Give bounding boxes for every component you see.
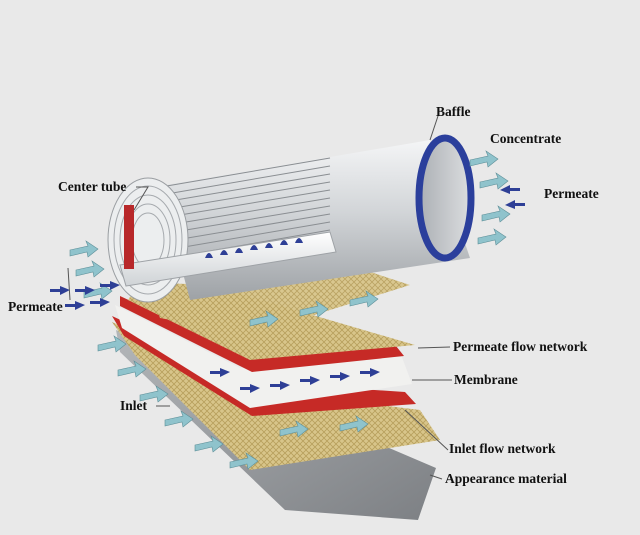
inlet-flow-network-leader <box>404 409 449 451</box>
label-membrane: Membrane <box>454 372 518 387</box>
baffle-leader <box>429 115 439 141</box>
light-blue-arrow-icon <box>117 360 147 378</box>
dark-blue-arrow-icon <box>65 301 85 310</box>
permeate-left-leader <box>67 267 71 301</box>
dark-blue-arrow-icon <box>100 281 120 290</box>
dark-blue-arrow-icon <box>360 368 380 377</box>
feed-arrows <box>69 150 511 470</box>
dark-blue-arrow-icon <box>505 200 525 209</box>
center-tube-leader <box>133 186 149 211</box>
label-permeate-left: Permeate <box>8 299 63 314</box>
light-blue-arrow-icon <box>339 415 369 433</box>
dark-blue-arrow-icon <box>270 381 290 390</box>
membrane-cylinder <box>107 134 475 303</box>
dark-blue-arrow-icon <box>210 368 230 377</box>
light-blue-arrow-icon <box>349 290 379 308</box>
dark-blue-arrow-icon <box>300 376 320 385</box>
light-blue-arrow-icon <box>97 335 127 353</box>
label-permeate-flow-network: Permeate flow network <box>453 339 588 354</box>
light-blue-arrow-icon <box>279 420 309 438</box>
light-blue-arrow-icon <box>229 452 259 470</box>
appearance-material-leader <box>429 474 443 480</box>
light-blue-arrow-icon <box>481 205 511 223</box>
permeate-flow-network-sheet <box>120 296 404 372</box>
dark-blue-arrow-icon <box>240 384 260 393</box>
label-inlet-flow-network: Inlet flow network <box>449 441 556 456</box>
light-blue-arrow-icon <box>69 240 99 258</box>
unrolled-layers <box>112 262 440 520</box>
light-blue-arrow-icon <box>139 385 169 403</box>
permeate-drops <box>205 238 303 258</box>
top-mesh-sheet <box>150 262 410 335</box>
label-baffle: Baffle <box>436 104 471 119</box>
dark-blue-arrow-icon <box>75 286 95 295</box>
label-center-tube: Center tube <box>58 179 126 194</box>
light-blue-arrow-icon <box>249 310 279 328</box>
label-concentrate: Concentrate <box>490 131 561 146</box>
dark-blue-arrow-icon <box>500 185 520 194</box>
permeate-arrows <box>50 185 525 393</box>
labels: Baffle Concentrate Permeate Center tube … <box>8 104 599 486</box>
cylinder-end-cap <box>416 138 468 258</box>
light-blue-arrow-icon <box>469 150 499 168</box>
light-blue-arrow-icon <box>75 260 105 278</box>
light-blue-arrow-icon <box>299 300 329 318</box>
light-blue-arrow-icon <box>477 228 507 246</box>
center-tube-red-strip <box>124 205 134 269</box>
light-blue-arrow-icon <box>164 410 194 428</box>
label-permeate-right: Permeate <box>544 186 599 201</box>
membrane-sheet <box>115 305 412 408</box>
baffle-ring <box>415 134 475 262</box>
center-tube <box>119 231 337 287</box>
light-blue-arrow-icon <box>479 172 509 190</box>
dark-blue-arrow-icon <box>330 372 350 381</box>
dark-blue-arrow-icon <box>50 286 70 295</box>
permeate-flow-network-leader <box>417 346 451 349</box>
dark-blue-arrow-icon <box>90 298 110 307</box>
label-appearance-material: Appearance material <box>445 471 567 486</box>
label-inlet: Inlet <box>120 398 148 413</box>
leader-lines <box>67 115 452 480</box>
light-blue-arrow-icon <box>194 435 224 453</box>
